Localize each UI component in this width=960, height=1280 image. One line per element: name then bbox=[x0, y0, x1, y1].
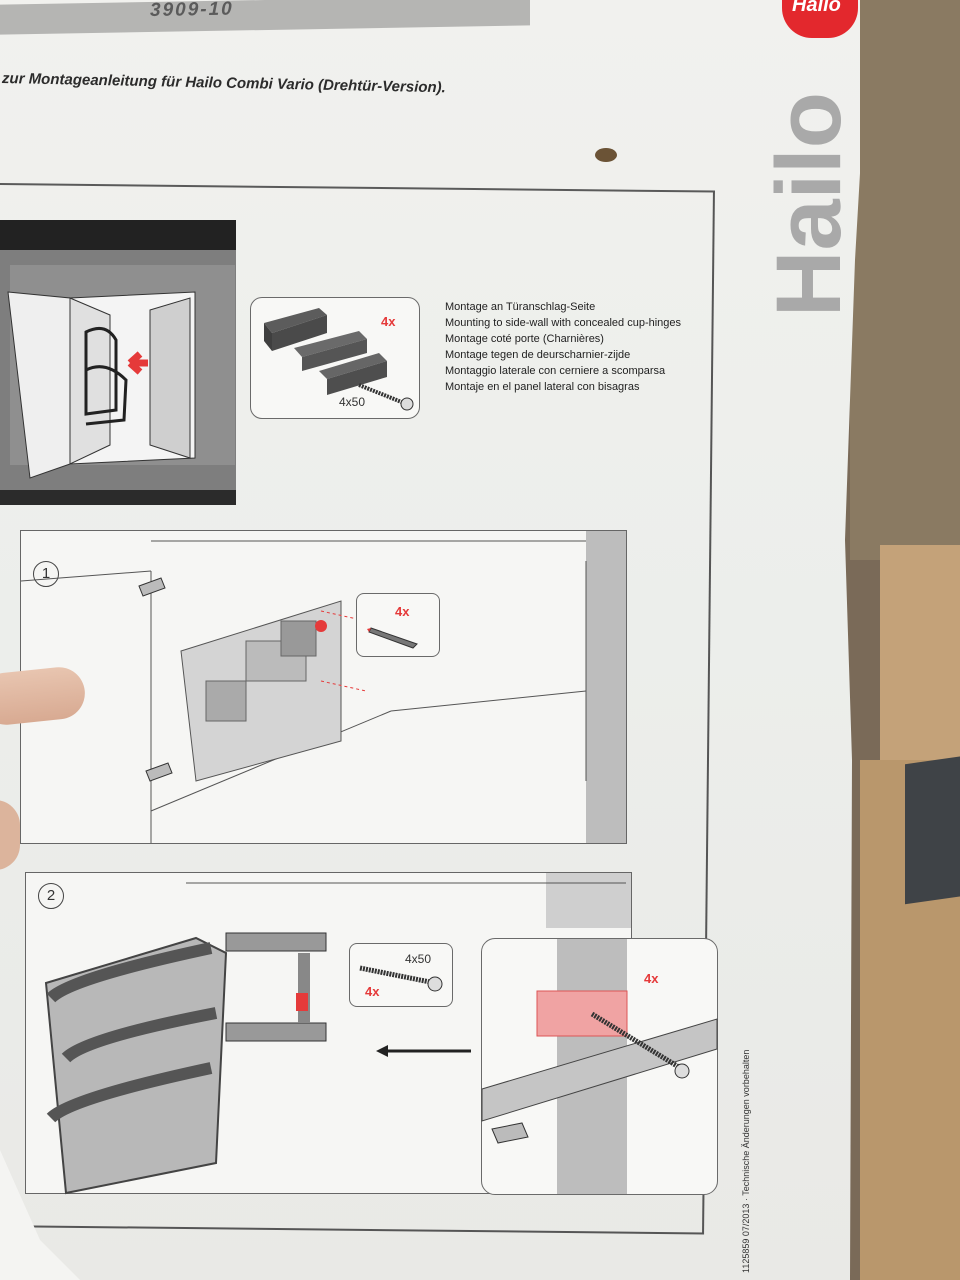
paper-stain bbox=[595, 148, 617, 162]
step-2-detail-quantity: 4x bbox=[644, 971, 659, 986]
brand-logo-text: Hailo bbox=[792, 0, 841, 16]
step-2-panel: 2 4x50 4x bbox=[25, 872, 718, 1195]
background-box bbox=[880, 545, 960, 765]
intro-screw-size: 4x50 bbox=[339, 395, 366, 409]
document-code: 3909-10 bbox=[150, 0, 234, 22]
instruction-sheet: 3909-10 Hailo Hailo zur Montageanleitung… bbox=[0, 0, 860, 1280]
background-metal-tray bbox=[905, 755, 960, 905]
step-2-detail-illustration bbox=[481, 939, 718, 1194]
mounting-instructions: Montage an Türanschlag-Seite Mounting to… bbox=[445, 299, 681, 395]
step-1-panel: 1 4x bbox=[20, 530, 627, 844]
instruction-fr: Montage coté porte (Charnières) bbox=[445, 333, 604, 345]
step-2-screw-size: 4x50 bbox=[405, 952, 432, 966]
background-cardboard bbox=[850, 0, 960, 560]
step-2-number: 2 bbox=[38, 883, 64, 909]
brand-vertical-text: Hailo bbox=[758, 92, 860, 317]
hinge-upper-icon bbox=[138, 577, 166, 597]
hinge-lower-icon bbox=[145, 762, 173, 782]
step-1-number: 1 bbox=[33, 561, 59, 587]
intro-cabinet-illustration bbox=[0, 220, 236, 505]
pencil-icon bbox=[367, 627, 418, 649]
detail-hinge-icon bbox=[491, 1122, 529, 1144]
intro-quantity: 4x bbox=[381, 314, 396, 329]
hand-edge bbox=[0, 800, 20, 870]
header-strip: 3909-10 bbox=[0, 0, 530, 35]
step-2-screw-icon bbox=[359, 965, 443, 992]
side-note-text: 1125859 07/2013 · Technische Änderungen … bbox=[741, 1050, 751, 1273]
intro-hardware-callout: 4x 4x50 bbox=[250, 297, 420, 419]
mounting-block-icon bbox=[264, 308, 414, 411]
step-1-pencil-callout: 4x bbox=[356, 593, 440, 657]
instruction-en: Mounting to side-wall with concealed cup… bbox=[445, 317, 682, 329]
step-2-illustration bbox=[44, 873, 631, 1195]
side-note-svg: 1125859 07/2013 · Technische Änderungen … bbox=[741, 1050, 751, 1273]
runner-upper bbox=[225, 932, 327, 952]
step-2-screw-callout: 4x50 4x bbox=[349, 943, 453, 1007]
combi-vario-basket-icon bbox=[44, 936, 228, 1195]
instruction-es: Montaje en el panel lateral con bisagras bbox=[445, 381, 640, 393]
brand-vertical-logo: Hailo bbox=[758, 92, 860, 317]
step-1-illustration bbox=[20, 531, 626, 843]
instruction-nl: Montage tegen de deurscharnier-zijde bbox=[445, 349, 631, 361]
runner-lower bbox=[225, 1022, 327, 1042]
document-subtitle: zur Montageanleitung für Hailo Combi Var… bbox=[1, 70, 446, 97]
screw-icon bbox=[358, 383, 414, 411]
mounting-block-red bbox=[536, 990, 628, 1037]
step-2-quantity: 4x bbox=[365, 984, 380, 999]
step-2-detail-callout: 4x bbox=[481, 938, 718, 1195]
intro-basket-icon bbox=[84, 326, 128, 426]
brand-logo-badge: Hailo bbox=[782, 0, 858, 38]
instruction-it: Montaggio laterale con cerniere a scompa… bbox=[445, 365, 666, 377]
step-1-quantity: 4x bbox=[395, 604, 410, 619]
red-arrow-icon bbox=[127, 351, 148, 375]
instruction-de: Montage an Türanschlag-Seite bbox=[445, 301, 596, 313]
